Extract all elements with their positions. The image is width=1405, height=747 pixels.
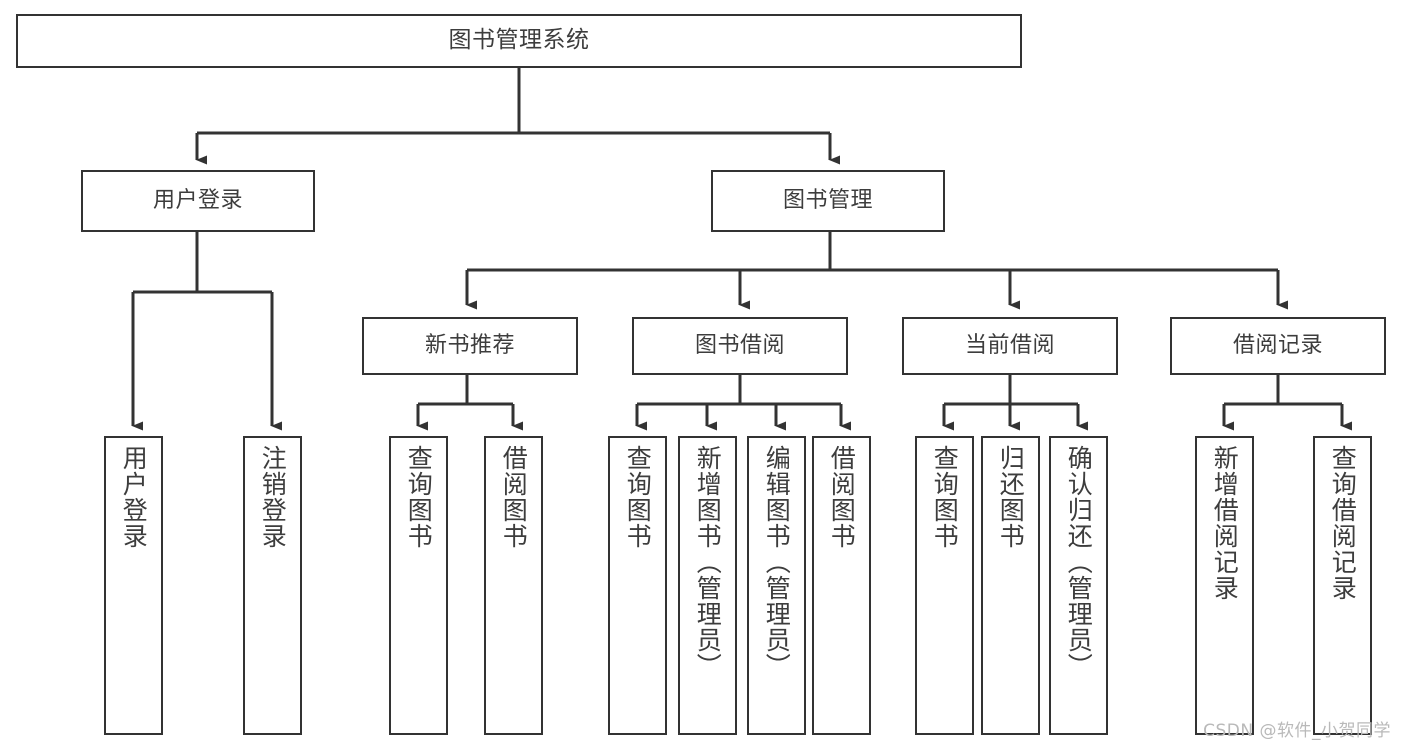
node-label: 用户登录 [152, 188, 243, 214]
node-label: 借阅图书 [499, 445, 529, 549]
node-label: 确认归还（管理员） [1064, 445, 1094, 679]
node-label: 查询图书 [930, 445, 960, 549]
node-label: 查询图书 [623, 445, 653, 549]
node-leaf-user-login[interactable]: 用户登录 [104, 436, 163, 735]
node-leaf-return-book[interactable]: 归还图书 [981, 436, 1040, 735]
node-leaf-borrow-book-recommendation[interactable]: 借阅图书 [484, 436, 543, 735]
node-leaf-confirm-return-admin[interactable]: 确认归还（管理员） [1049, 436, 1108, 735]
node-leaf-query-book-current[interactable]: 查询图书 [915, 436, 974, 735]
node-label: 编辑图书（管理员） [762, 445, 792, 679]
node-label: 图书借阅 [694, 333, 785, 359]
node-current-borrowing[interactable]: 当前借阅 [902, 317, 1118, 375]
node-label: 当前借阅 [964, 333, 1055, 359]
watermark-text: CSDN @软件_小贺同学 [1203, 721, 1391, 741]
node-leaf-query-book-recommendation[interactable]: 查询图书 [389, 436, 448, 735]
node-label: 归还图书 [996, 445, 1026, 549]
node-leaf-borrow-book-borrowing[interactable]: 借阅图书 [812, 436, 871, 735]
node-label: 图书管理系统 [448, 27, 590, 54]
node-root-book-management-system[interactable]: 图书管理系统 [16, 14, 1022, 68]
node-label: 借阅记录 [1232, 333, 1323, 359]
node-borrowing-records[interactable]: 借阅记录 [1170, 317, 1386, 375]
node-label: 查询图书 [404, 445, 434, 549]
node-label: 用户登录 [119, 445, 149, 549]
node-user-login[interactable]: 用户登录 [81, 170, 315, 232]
node-leaf-query-borrow-record[interactable]: 查询借阅记录 [1313, 436, 1372, 735]
node-label: 新增借阅记录 [1210, 445, 1240, 601]
node-leaf-add-book-admin[interactable]: 新增图书（管理员） [678, 436, 737, 735]
node-leaf-add-borrow-record[interactable]: 新增借阅记录 [1195, 436, 1254, 735]
node-label: 图书管理 [782, 188, 873, 214]
node-new-book-recommendation[interactable]: 新书推荐 [362, 317, 578, 375]
node-book-management[interactable]: 图书管理 [711, 170, 945, 232]
node-label: 新增图书（管理员） [693, 445, 723, 679]
node-label: 注销登录 [258, 445, 288, 549]
node-leaf-logout[interactable]: 注销登录 [243, 436, 302, 735]
node-label: 新书推荐 [424, 333, 515, 359]
node-leaf-query-book-borrowing[interactable]: 查询图书 [608, 436, 667, 735]
node-leaf-edit-book-admin[interactable]: 编辑图书（管理员） [747, 436, 806, 735]
node-book-borrowing[interactable]: 图书借阅 [632, 317, 848, 375]
node-label: 查询借阅记录 [1328, 445, 1358, 601]
node-label: 借阅图书 [827, 445, 857, 549]
